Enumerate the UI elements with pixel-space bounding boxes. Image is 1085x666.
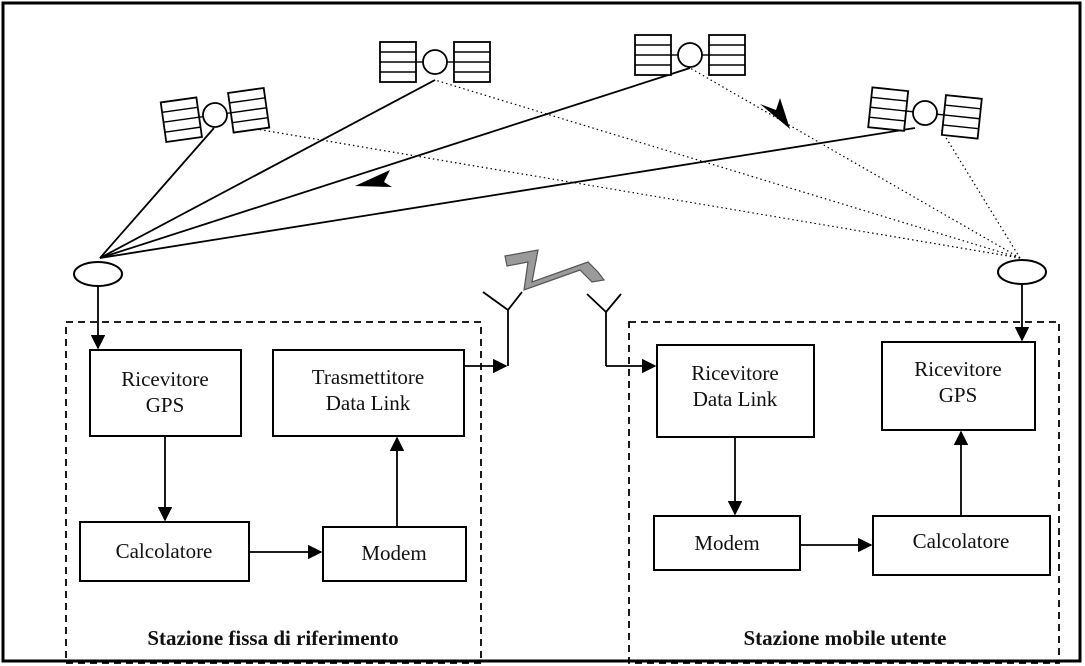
fixed-transmitter-line-1: Trasmettitore: [312, 365, 424, 389]
fixed-transmitter-box: [272, 349, 465, 437]
signal-arrow-solid: [355, 170, 392, 187]
signal-lines-dotted: [249, 67, 1021, 259]
fixed-modem-box: [322, 526, 467, 582]
satellite-4-icon: [867, 86, 983, 140]
mobile-modem-box: [653, 515, 801, 571]
fixed-transmitter-line-2: Data Link: [326, 391, 411, 415]
mobile-computer-box: [872, 515, 1051, 576]
mobile-station-frame: [628, 321, 1060, 664]
satellite-2-icon: [379, 41, 491, 83]
mobile-gps-receiver-line-2: GPS: [939, 383, 978, 407]
satellite-3-icon: [634, 34, 746, 76]
fixed-computer-label: Calcolatore: [116, 539, 213, 563]
fixed-gps-receiver-box: [89, 349, 242, 437]
fixed-station-title: Stazione fissa di riferimento: [147, 626, 398, 650]
fixed-station-frame: [65, 321, 482, 664]
signal-lines-solid: [99, 67, 916, 259]
satellite-1-icon: [159, 86, 271, 144]
receive-antenna-icon: [586, 293, 622, 366]
mobile-datalink-receiver-line-2: Data Link: [693, 387, 778, 411]
fixed-modem-label: Modem: [361, 541, 426, 565]
mobile-station-title: Stazione mobile utente: [744, 626, 947, 650]
mobile-datalink-receiver-line-1: Ricevitore: [691, 361, 778, 385]
fixed-computer-box: [79, 521, 250, 582]
fixed-gps-receiver-line-1: Ricevitore: [121, 367, 208, 391]
signal-arrow-dotted: [760, 98, 790, 129]
mobile-gps-antenna-icon: [997, 259, 1047, 285]
radio-link-icon: [504, 249, 606, 291]
mobile-datalink-receiver-box: [656, 344, 815, 438]
mobile-modem-label: Modem: [694, 531, 759, 555]
mobile-computer-label: Calcolatore: [913, 529, 1010, 553]
mobile-gps-receiver-line-1: Ricevitore: [914, 357, 1001, 381]
transmit-antenna-icon: [482, 291, 523, 366]
fixed-gps-antenna-icon: [73, 261, 123, 287]
fixed-gps-receiver-line-2: GPS: [146, 393, 185, 417]
mobile-gps-receiver-box: [881, 341, 1036, 431]
